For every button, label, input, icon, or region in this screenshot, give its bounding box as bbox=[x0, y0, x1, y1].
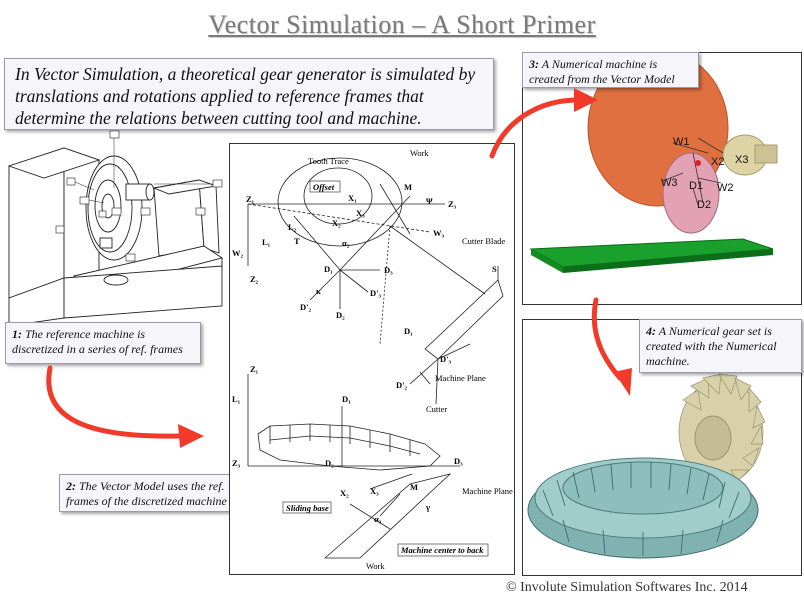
label-x3-lower: X₃ bbox=[370, 486, 379, 496]
label-z2: Z₂ bbox=[250, 274, 259, 284]
label-kappa: κ bbox=[316, 286, 321, 296]
vector-model-panel: Tooth Trace Work Cutter Blade Machine Pl… bbox=[229, 143, 515, 575]
label-l1: L₁ bbox=[262, 237, 271, 247]
step-3-text: A Numerical machine is created from the … bbox=[529, 57, 675, 86]
label-l2: L₂ bbox=[288, 222, 297, 232]
step-1-number: 1: bbox=[12, 327, 22, 341]
label-l1-lower: L₁ bbox=[232, 394, 241, 404]
step-2-text: The Vector Model uses the ref. frames of… bbox=[66, 479, 227, 508]
label-machine-center-to-back: Machine center to back bbox=[400, 545, 484, 555]
label-z3-lower: Z₃ bbox=[232, 458, 241, 468]
label-alpha3: α₃ bbox=[374, 514, 382, 524]
label-cutter-blade: Cutter Blade bbox=[462, 236, 505, 246]
label-m-lower: M bbox=[410, 482, 418, 492]
nm-label-x3: X3 bbox=[735, 154, 748, 166]
label-sliding-base: Sliding base bbox=[286, 503, 329, 513]
label-t: T bbox=[294, 236, 300, 246]
nm-label-x2: X2 bbox=[711, 156, 724, 168]
label-x2: X₂ bbox=[332, 218, 341, 228]
reference-machine-drawing bbox=[7, 130, 224, 327]
label-z1: Z₁ bbox=[246, 194, 255, 204]
label-d3: D₃ bbox=[384, 265, 393, 275]
label-tooth-trace: Tooth Trace bbox=[308, 156, 349, 166]
nm-label-d2: D2 bbox=[697, 199, 711, 211]
numerical-machine-panel: W1 X2 X3 W3 D1 W2 D2 3: A Numerical mach… bbox=[522, 49, 802, 305]
label-z1-lower: Z₁ bbox=[250, 364, 259, 374]
label-d1-blade: D₁ bbox=[404, 326, 413, 336]
label-d2-prime-blade: D'₂ bbox=[396, 380, 408, 390]
step-1-text: The reference machine is discretized in … bbox=[12, 327, 183, 356]
gear-set-render bbox=[527, 373, 766, 559]
nm-label-w2: W2 bbox=[717, 182, 734, 194]
numerical-machine-render: W1 X2 X3 W3 D1 W2 D2 bbox=[529, 49, 778, 273]
step-1-caption: 1: The reference machine is discretized … bbox=[5, 322, 201, 364]
label-alpha2: α₂ bbox=[342, 238, 350, 248]
step-4-number: 4: bbox=[646, 324, 656, 338]
vector-model-drawing: Tooth Trace Work Cutter Blade Machine Pl… bbox=[232, 148, 513, 571]
label-work: Work bbox=[410, 148, 429, 158]
intro-textbox: In Vector Simulation, a theoretical gear… bbox=[4, 58, 494, 130]
label-x2-lower: X₂ bbox=[340, 488, 349, 498]
label-d2-lower: D₂ bbox=[325, 458, 334, 468]
label-machine-plane-2: Machine Plane bbox=[462, 486, 513, 496]
label-d3-lower: D₃ bbox=[454, 456, 463, 466]
copyright-footer: © Involute Simulation Softwares Inc. 201… bbox=[506, 580, 748, 595]
step-4-text: A Numerical gear set is created with the… bbox=[646, 324, 777, 368]
page-title: Vector Simulation – A Short Primer bbox=[208, 10, 596, 39]
label-s: S bbox=[492, 264, 497, 274]
label-d2: D₂ bbox=[336, 310, 345, 320]
numerical-gear-set-panel: 4: A Numerical gear set is created with … bbox=[522, 319, 802, 576]
label-cutter: Cutter bbox=[426, 404, 447, 414]
label-work-2: Work bbox=[366, 561, 385, 571]
label-d2-prime: D'₂ bbox=[300, 302, 312, 312]
arrow-step1-to-step2 bbox=[46, 365, 183, 439]
label-d3-prime: D'₃ bbox=[370, 288, 382, 298]
nm-label-w1: W1 bbox=[673, 136, 690, 148]
step-3-number: 3: bbox=[529, 57, 539, 71]
label-d3-prime-blade: D'₃ bbox=[440, 354, 452, 364]
label-m: M bbox=[404, 182, 412, 192]
step-2-caption: 2: The Vector Model uses the ref. frames… bbox=[59, 474, 255, 512]
label-x1: X₁ bbox=[348, 193, 357, 203]
label-z3: Z₃ bbox=[448, 199, 457, 209]
label-d1: D₁ bbox=[324, 264, 333, 274]
label-gamma: γ bbox=[425, 502, 430, 512]
label-offset: Offset bbox=[313, 182, 335, 192]
step-4-caption: 4: A Numerical gear set is created with … bbox=[639, 319, 802, 373]
label-machine-plane: Machine Plane bbox=[435, 373, 486, 383]
step-2-number: 2: bbox=[66, 479, 76, 493]
label-w3: W₃ bbox=[433, 228, 445, 238]
nm-label-d1: D1 bbox=[689, 180, 703, 192]
label-psi: Ψ bbox=[426, 196, 433, 206]
step-3-caption: 3: A Numerical machine is created from t… bbox=[522, 52, 699, 88]
label-w2: W₂ bbox=[232, 248, 244, 258]
nm-label-w3: W3 bbox=[661, 177, 678, 189]
label-d1-lower: D₁ bbox=[342, 394, 351, 404]
label-x3: X₃ bbox=[356, 208, 365, 218]
